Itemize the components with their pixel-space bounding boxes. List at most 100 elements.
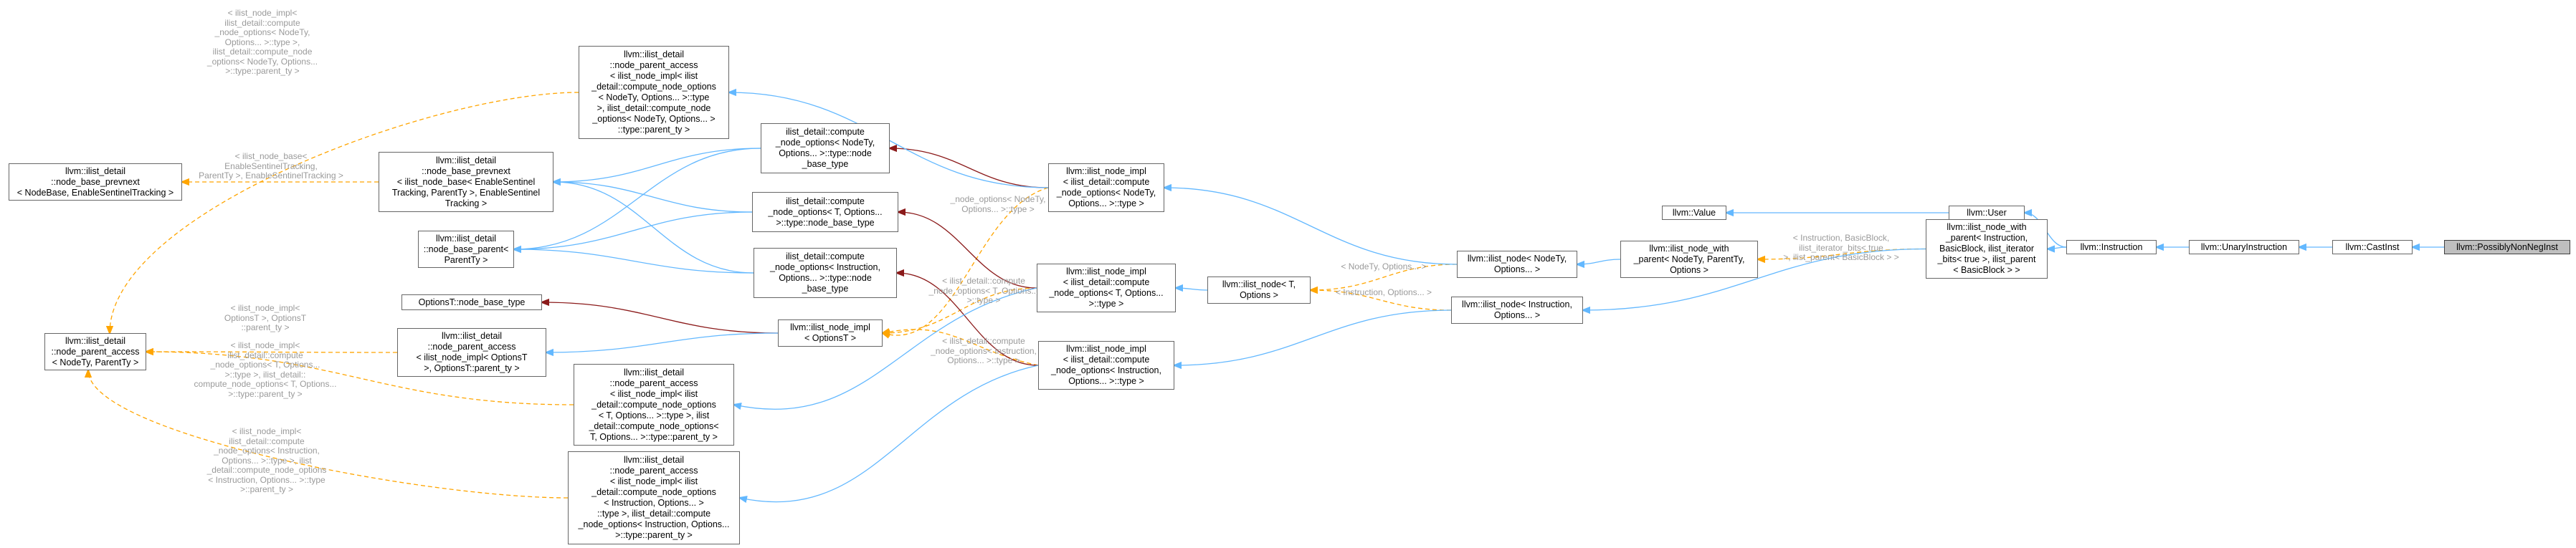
edge-label-line: ParentTy >, EnableSentinelTracking > <box>199 170 343 181</box>
edge-label-line: _node_options< T, Options... <box>210 360 320 370</box>
node-optionst-node-base-type[interactable]: OptionsT::node_base_type <box>401 294 542 310</box>
node-label: Options... >::type > <box>1068 198 1144 208</box>
node-node-parent-access-instruction[interactable]: llvm::ilist_detail ::node_parent_access … <box>568 451 740 544</box>
edge-label-node-options-instruction: < ilist_detail::compute _node_options< I… <box>931 336 1037 366</box>
node-label: ::node_parent_access <box>427 342 516 352</box>
node-label: < T, Options... >::type >, ilist <box>598 410 710 420</box>
edge-label-line: _node_options< T, Options... <box>928 285 1039 296</box>
node-ilist-node-impl-optionst[interactable]: llvm::ilist_node_impl < OptionsT > <box>778 319 883 347</box>
node-label: _node_options< NodeTy, <box>1056 188 1156 198</box>
node-label: _node_options< Instruction, <box>1051 365 1161 375</box>
node-ilist-node-t[interactable]: llvm::ilist_node< T, Options > <box>1207 277 1311 304</box>
node-label: llvm::User <box>1967 207 2007 218</box>
edge-label-line: Options... >::type >, <box>224 37 300 47</box>
node-label: _detail::compute_node_options< <box>589 420 719 431</box>
node-label: llvm::UnaryInstruction <box>2200 241 2288 252</box>
node-ilist-node-impl-t[interactable]: llvm::ilist_node_impl < ilist_detail::co… <box>1037 264 1176 312</box>
node-label: ::node_base_prevnext <box>51 176 140 187</box>
node-node-parent-access-t[interactable]: llvm::ilist_detail ::node_parent_access … <box>574 364 734 446</box>
node-label: _detail::compute_node_options <box>591 399 716 410</box>
edge-label-node-options-nodety: _node_options< NodeTy, Options... >::typ… <box>950 194 1046 214</box>
node-label: ::node_parent_access <box>51 346 140 357</box>
node-label: llvm::ilist_detail <box>65 165 126 176</box>
node-node-parent-access-optionst[interactable]: llvm::ilist_detail ::node_parent_access … <box>397 328 546 377</box>
node-compute-node-options-nodety[interactable]: ilist_detail::compute _node_options< Nod… <box>761 123 890 173</box>
edge-label-line: < NodeTy, Options... > <box>1341 261 1427 271</box>
edge-inherit-compute_instruction-to-node_base_parent <box>514 249 754 274</box>
node-label: BasicBlock, ilist_iterator <box>1939 244 2034 254</box>
edge-usage-impl_nodety-to-compute_nodety <box>890 148 1049 188</box>
node-ilist-node-nodety[interactable]: llvm::ilist_node< NodeTy, Options... > <box>1457 251 1577 278</box>
node-label: llvm::ilist_detail <box>623 367 685 378</box>
node-label: Tracking, ParentTy >, EnableSentinel <box>391 187 541 198</box>
node-node-parent-access-nodety[interactable]: llvm::ilist_detail ::node_parent_access … <box>579 46 729 139</box>
node-label: >::type > <box>1088 299 1124 309</box>
node-instruction[interactable]: llvm::Instruction <box>2066 240 2157 254</box>
node-label: _bits< true >, ilist_parent <box>1937 254 2036 264</box>
node-user[interactable]: llvm::User <box>1949 206 2025 220</box>
node-label: < ilist_detail::compute <box>1063 277 1150 287</box>
edge-usage-impl_t-to-compute_t <box>898 212 1037 289</box>
edge-label-line: ilist_detail::compute <box>224 17 300 28</box>
node-label: _detail::compute_node_options <box>591 487 716 497</box>
node-ilist-node-impl-instruction[interactable]: llvm::ilist_node_impl < ilist_detail::co… <box>1038 341 1174 390</box>
edge-inherit-impl_optionst-to-npa_optionst <box>546 332 779 352</box>
node-node-base-prevnext-ilist-node-base[interactable]: llvm::ilist_detail ::node_base_prevnext … <box>379 152 553 212</box>
node-label: ::type::parent_ty > <box>617 125 690 135</box>
node-label: ParentTy > <box>444 254 488 265</box>
node-label: llvm::ilist_node< T, <box>1222 279 1296 289</box>
edge-label-line: >, ilist_parent< BasicBlock > > <box>1783 252 1899 262</box>
node-label: < ilist_detail::compute <box>1063 177 1150 187</box>
node-ilist-node-instruction[interactable]: llvm::ilist_node< Instruction, Options..… <box>1451 297 1583 324</box>
node-label: _options< NodeTy, Options... > <box>592 114 716 124</box>
node-label: < OptionsT > <box>804 333 857 343</box>
edge-label-instruction-parent: < Instruction, BasicBlock, ilist_iterato… <box>1783 233 1899 263</box>
node-label: Options... > <box>1493 310 1541 320</box>
node-label: >::type::node_base_type <box>776 217 875 228</box>
node-ilist-node-impl-nodety[interactable]: llvm::ilist_node_impl < ilist_detail::co… <box>1048 163 1164 212</box>
node-value[interactable]: llvm::Value <box>1662 206 1726 220</box>
edge-label-node-options-t: < ilist_detail::compute _node_options< T… <box>928 276 1039 306</box>
node-cast-inst[interactable]: llvm::CastInst <box>2332 240 2413 254</box>
edge-label-instruction-options: < Instruction, Options... > <box>1335 287 1432 298</box>
node-label: < ilist_node_base< EnableSentinel <box>396 176 536 187</box>
edge-usage-impl_optionst-to-optionst_node_base_type <box>542 302 779 334</box>
edge-label-line: Options... >::type >, ilist <box>222 455 312 466</box>
node-label: ::node_parent_access <box>609 466 698 476</box>
node-label: < ilist_detail::compute <box>1063 355 1150 365</box>
node-label: llvm::Instruction <box>2080 241 2143 252</box>
edge-label-line: ::parent_ty > <box>241 322 290 332</box>
edge-inherit-ilist_node_with_parent_generic-to-ilist_node_nodety <box>1577 259 1621 264</box>
edge-label-line: OptionsT >, OptionsT <box>224 312 307 323</box>
edge-label-npa-nodety: < ilist_node_impl< ilist_detail::compute… <box>207 8 318 77</box>
edge-label-line: < Instruction, Options... > <box>1335 287 1432 297</box>
edge-template-impl_nodety-to-impl_optionst <box>883 187 1049 335</box>
edge-inherit-compute_nodety-to-node_base_parent <box>514 148 761 249</box>
node-possibly-non-neg-inst: llvm::PossiblyNonNegInst <box>2444 240 2570 254</box>
node-node-parent-access-generic[interactable]: llvm::ilist_detail ::node_parent_access … <box>44 333 146 370</box>
node-unary-instruction[interactable]: llvm::UnaryInstruction <box>2189 240 2299 254</box>
edge-label-line: >::type::parent_ty > <box>228 388 303 399</box>
node-ilist-node-with-parent-instruction[interactable]: llvm::ilist_node_with _parent< Instructi… <box>1926 219 2048 279</box>
edge-label-line: _node_options< NodeTy, <box>950 194 1046 204</box>
edge-label-base-prevnext: < ilist_node_base< EnableSentinelTrackin… <box>199 151 343 181</box>
node-label: < ilist_node_impl< ilist <box>609 71 698 81</box>
edge-label-line: < ilist_node_base< <box>234 151 308 161</box>
node-label: llvm::ilist_detail <box>435 233 497 244</box>
node-compute-node-options-t[interactable]: ilist_detail::compute _node_options< T, … <box>752 192 898 232</box>
edge-label-nodety-options: < NodeTy, Options... > <box>1341 261 1427 272</box>
node-label: _parent< NodeTy, ParentTy, <box>1633 254 1745 264</box>
node-compute-node-options-instruction[interactable]: ilist_detail::compute _node_options< Ins… <box>754 248 897 298</box>
node-ilist-node-with-parent-generic[interactable]: llvm::ilist_node_with _parent< NodeTy, P… <box>1620 241 1758 278</box>
edge-label-line: EnableSentinelTracking, <box>224 160 318 171</box>
edge-template-impl_instruction-to-impl_optionst <box>883 330 1039 366</box>
edge-template-npa_t-to-node_parent_access_generic <box>146 352 574 405</box>
edge-inherit-ilist_node_t-to-impl_t <box>1176 288 1208 290</box>
edge-label-npa-t: < ilist_node_impl< ilist_detail::compute… <box>194 340 337 399</box>
node-node-base-parent[interactable]: llvm::ilist_detail ::node_base_parent< P… <box>418 231 514 268</box>
node-node-base-prevnext-generic[interactable]: llvm::ilist_detail ::node_base_prevnext … <box>9 163 182 201</box>
edge-inherit-compute_t-to-node_base_prevnext_inst <box>553 182 753 213</box>
node-label: llvm::ilist_node_impl <box>790 322 870 332</box>
node-label: Tracking > <box>445 198 488 208</box>
